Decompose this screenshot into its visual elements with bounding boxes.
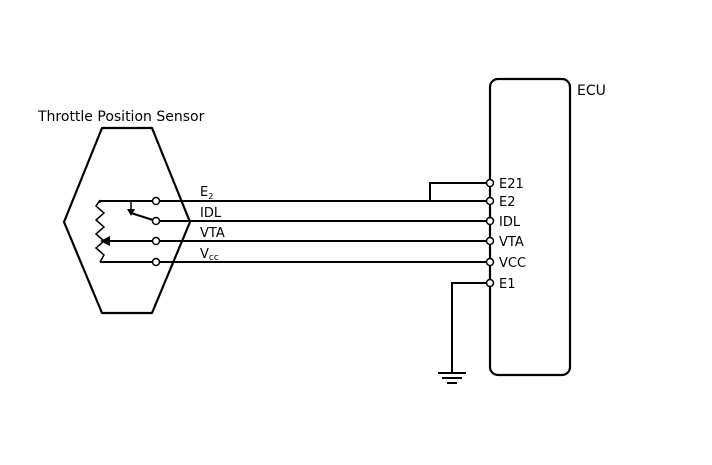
sensor-housing bbox=[62, 126, 192, 315]
ecu-label: ECU bbox=[577, 83, 606, 99]
wire-label-idl: IDL bbox=[200, 206, 222, 221]
wire-label-vcc: Vcc bbox=[200, 247, 219, 263]
wire-e21-jumper bbox=[429, 182, 487, 201]
ecu-pin-vcc bbox=[485, 257, 495, 267]
ecu-pin-label-vcc: VCC bbox=[499, 256, 526, 271]
sensor-terminal-vta bbox=[151, 236, 161, 246]
ecu-box bbox=[488, 77, 572, 377]
ecu-pin-label-e2: E2 bbox=[499, 195, 516, 210]
ecu-pin-label-e21: E21 bbox=[499, 177, 524, 192]
ecu-pin-label-vta: VTA bbox=[499, 235, 524, 250]
sensor-terminal-e2 bbox=[151, 196, 161, 206]
wire-e1-ground bbox=[451, 282, 487, 372]
wire-label-e2: E2 bbox=[200, 185, 213, 201]
ecu-pin-label-idl: IDL bbox=[499, 215, 521, 230]
sensor-terminal-vcc bbox=[151, 257, 161, 267]
wiper-arrow bbox=[100, 236, 110, 246]
wire-label-vta: VTA bbox=[200, 226, 225, 241]
sensor-title: Throttle Position Sensor bbox=[37, 109, 205, 125]
potentiometer bbox=[94, 199, 106, 263]
ground-symbol bbox=[438, 372, 466, 384]
ecu-pin-e21 bbox=[485, 178, 495, 188]
sensor-terminal-idl bbox=[151, 216, 161, 226]
ecu-pin-vta bbox=[485, 236, 495, 246]
ecu-pin-idl bbox=[485, 216, 495, 226]
ecu-pin-e2 bbox=[485, 196, 495, 206]
ecu-pin-e1 bbox=[485, 278, 495, 288]
ecu-pin-label-e1: E1 bbox=[499, 277, 516, 292]
idl-switch bbox=[127, 201, 157, 222]
